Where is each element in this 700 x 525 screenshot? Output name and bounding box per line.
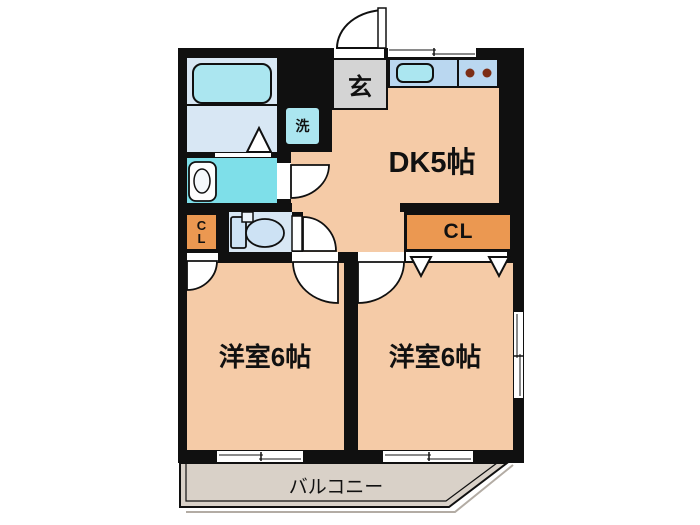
bedroom-right-label: 洋室6帖 xyxy=(388,342,482,372)
washroom-floor xyxy=(187,158,277,203)
bathroom-door-opening xyxy=(215,153,271,157)
kitchen-sink xyxy=(396,63,434,83)
bedroom-right-side-window xyxy=(514,312,523,398)
wall-hall-bedrooms xyxy=(178,252,524,263)
kitchen-window xyxy=(388,47,476,57)
kitchen-counter-divider xyxy=(457,58,459,88)
closet-left-opening xyxy=(187,253,218,262)
wall-above-closet-right xyxy=(400,203,513,212)
washing-machine-space: 洗 xyxy=(283,105,322,147)
wall-above-toilet xyxy=(178,203,292,212)
dk-room-label: DK5帖 xyxy=(388,147,476,179)
bedroom-right-balcony-window xyxy=(383,451,473,462)
closet-left-label-l: L xyxy=(197,231,206,246)
wall-toilet-hall xyxy=(292,212,303,252)
closet-right-label: CL xyxy=(443,220,474,243)
bedroom-left-door-opening xyxy=(292,252,338,262)
toilet-room-floor xyxy=(229,212,292,252)
entrance-door-opening xyxy=(334,48,384,58)
wall-between-bedrooms xyxy=(344,263,358,450)
bathtub xyxy=(192,63,272,104)
entrance-door-arc xyxy=(335,8,386,49)
bathtub-edge-line xyxy=(187,104,277,106)
entrance-area: 玄 xyxy=(332,58,388,110)
closet-left: C L xyxy=(184,212,219,252)
closet-right-opening xyxy=(406,252,507,261)
bedroom-left-label: 洋室6帖 xyxy=(218,342,312,372)
bedroom-right-door-opening xyxy=(358,252,404,262)
bedroom-left-balcony-window xyxy=(217,451,303,462)
balcony-label: バルコニー xyxy=(288,477,384,498)
closet-right: CL xyxy=(404,212,513,252)
wall-closet-toilet xyxy=(219,212,229,252)
wall-dk-right xyxy=(499,48,524,212)
closet-left-label-c: C xyxy=(196,218,207,233)
washer-label: 洗 xyxy=(295,118,310,134)
washroom-door-opening xyxy=(277,163,291,199)
entrance-label: 玄 xyxy=(348,73,372,101)
entrance-door-leaf xyxy=(377,7,387,49)
